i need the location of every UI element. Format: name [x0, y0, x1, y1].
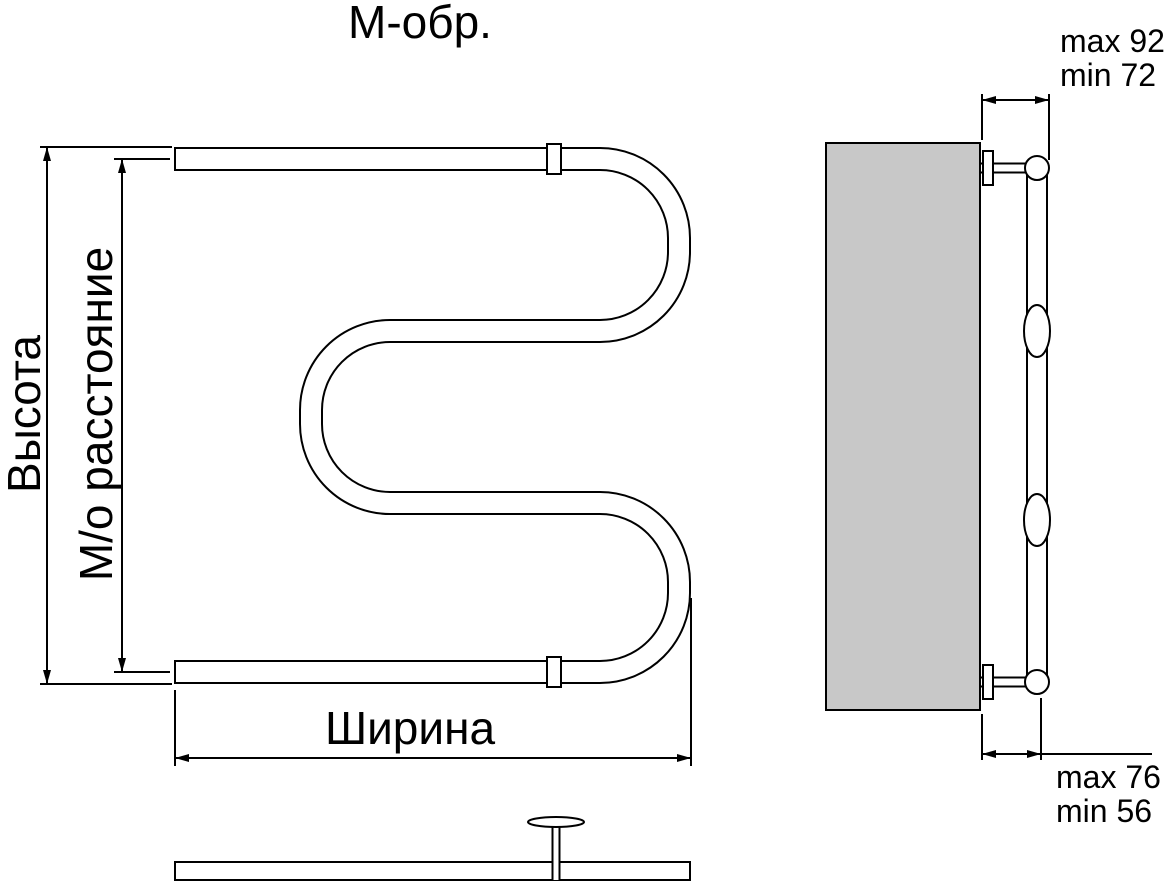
bracket-top	[981, 150, 1032, 186]
bracket-plate	[982, 664, 994, 700]
dim-bottom-max-label: max 76	[1056, 759, 1161, 795]
dim-bottom-min-label: min 56	[1056, 793, 1152, 829]
dimension-arrow	[1035, 96, 1049, 104]
dimension-arrow	[118, 159, 126, 173]
dimension-arrow	[1027, 750, 1041, 758]
height-label: Высота	[0, 335, 50, 493]
side-view: max 92 min 72 max 76 min 56	[825, 23, 1165, 829]
width-label: Ширина	[325, 702, 496, 754]
front-view: Высота М/о расстояние	[0, 143, 692, 766]
dimension-arrow	[43, 147, 51, 161]
dim-wall-bottom	[981, 698, 1152, 760]
pipe-union-upper	[1023, 304, 1051, 358]
dimension-arrow	[175, 754, 189, 762]
union-collar-bottom	[546, 656, 562, 688]
bottom-view	[174, 816, 691, 881]
bottom-bracket	[527, 816, 585, 880]
dim-wall-top	[981, 94, 1050, 160]
dim-width	[174, 598, 692, 766]
pipe-cap-top	[1024, 155, 1050, 181]
bottom-bar	[174, 861, 691, 881]
dimension-arrow	[677, 754, 691, 762]
bracket-plate	[982, 150, 994, 186]
dimension-arrow	[43, 670, 51, 684]
wall	[825, 142, 981, 711]
dim-top-max-label: max 92	[1060, 23, 1165, 59]
m-pipe	[174, 143, 691, 688]
dim-top-min-label: min 72	[1060, 57, 1156, 93]
bracket-cap	[527, 816, 585, 828]
pipe-inner-stroke	[175, 149, 689, 682]
side-pipe	[1023, 155, 1051, 695]
union-collar-top	[546, 143, 562, 175]
dimension-arrow	[982, 750, 996, 758]
drawing-title: М-обр.	[348, 0, 492, 48]
dim-height	[40, 146, 172, 685]
bracket-bottom	[981, 664, 1032, 700]
dimension-arrow	[118, 658, 126, 672]
pipe-cap-bottom	[1024, 669, 1050, 695]
axial-distance-label: М/о расстояние	[70, 247, 122, 581]
pipe-union-lower	[1023, 493, 1051, 547]
dimension-arrow	[982, 96, 996, 104]
dim-axial-distance	[114, 158, 170, 673]
pipe-outer-stroke	[175, 147, 691, 684]
